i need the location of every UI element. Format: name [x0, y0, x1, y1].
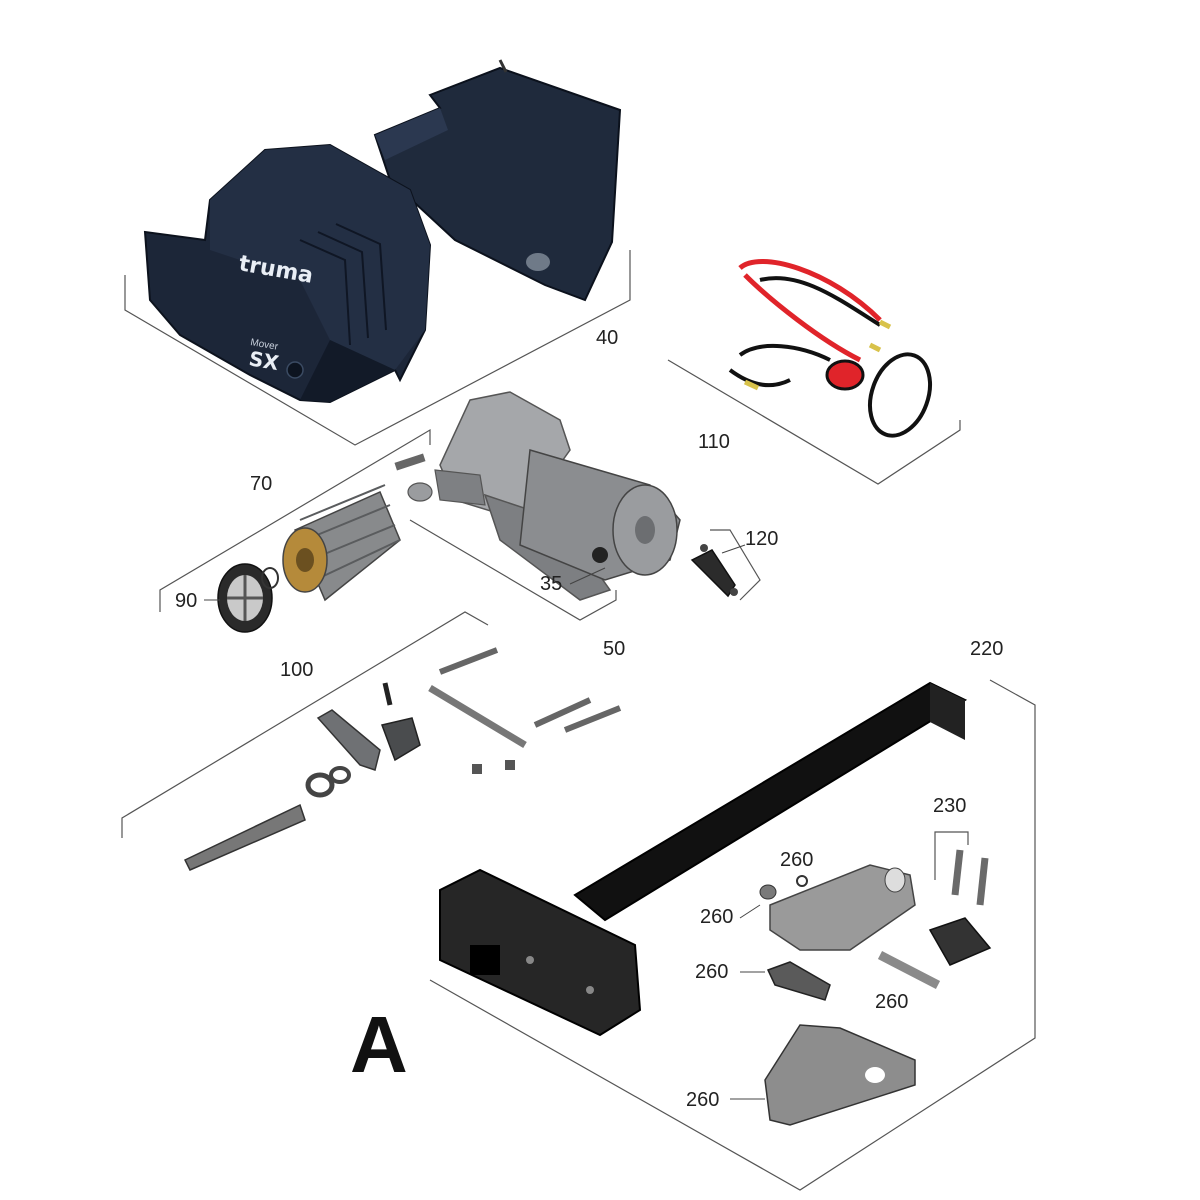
- part-50-motor-gearbox: 50 35: [394, 391, 681, 660]
- callout-40: 40: [596, 327, 618, 349]
- part-70-roller: 70: [159, 428, 431, 612]
- callout-70: 70: [250, 473, 272, 495]
- model-subtitle: Mover: [249, 337, 279, 353]
- cover-shell: truma Mover SX: [143, 143, 432, 404]
- callout-260-pin: 260: [875, 991, 908, 1013]
- part-110-cable-set: 110: [667, 259, 961, 485]
- callout-220: 220: [970, 638, 1003, 660]
- callout-110: 110: [698, 431, 730, 453]
- mounting-plate: [373, 59, 622, 366]
- callout-35: 35: [540, 573, 562, 595]
- callout-260-washer: 260: [780, 849, 813, 871]
- part-260-hook-assembly: 260 260 260 260 260: [686, 849, 941, 1126]
- part-90-pulley: 90: [175, 563, 279, 633]
- part-120-clip: 120: [690, 528, 778, 601]
- part-40-cover-assembly: truma Mover SX 40: [124, 59, 631, 446]
- model-label: SX: [247, 346, 281, 375]
- callout-260-bracket: 260: [686, 1089, 719, 1111]
- callout-260-bushing: 260: [700, 906, 733, 928]
- part-220-crossbar: 220: [429, 638, 1036, 1191]
- callout-230: 230: [933, 795, 966, 817]
- part-100-lever-kit: 100: [121, 611, 622, 871]
- callout-260-block: 260: [695, 961, 728, 983]
- callout-50: 50: [603, 638, 625, 660]
- callout-100: 100: [280, 659, 313, 681]
- callout-90: 90: [175, 590, 197, 612]
- callout-120: 120: [745, 528, 778, 550]
- section-letter: A: [350, 1000, 408, 1089]
- part-230-bolt-kit: 230: [928, 795, 992, 966]
